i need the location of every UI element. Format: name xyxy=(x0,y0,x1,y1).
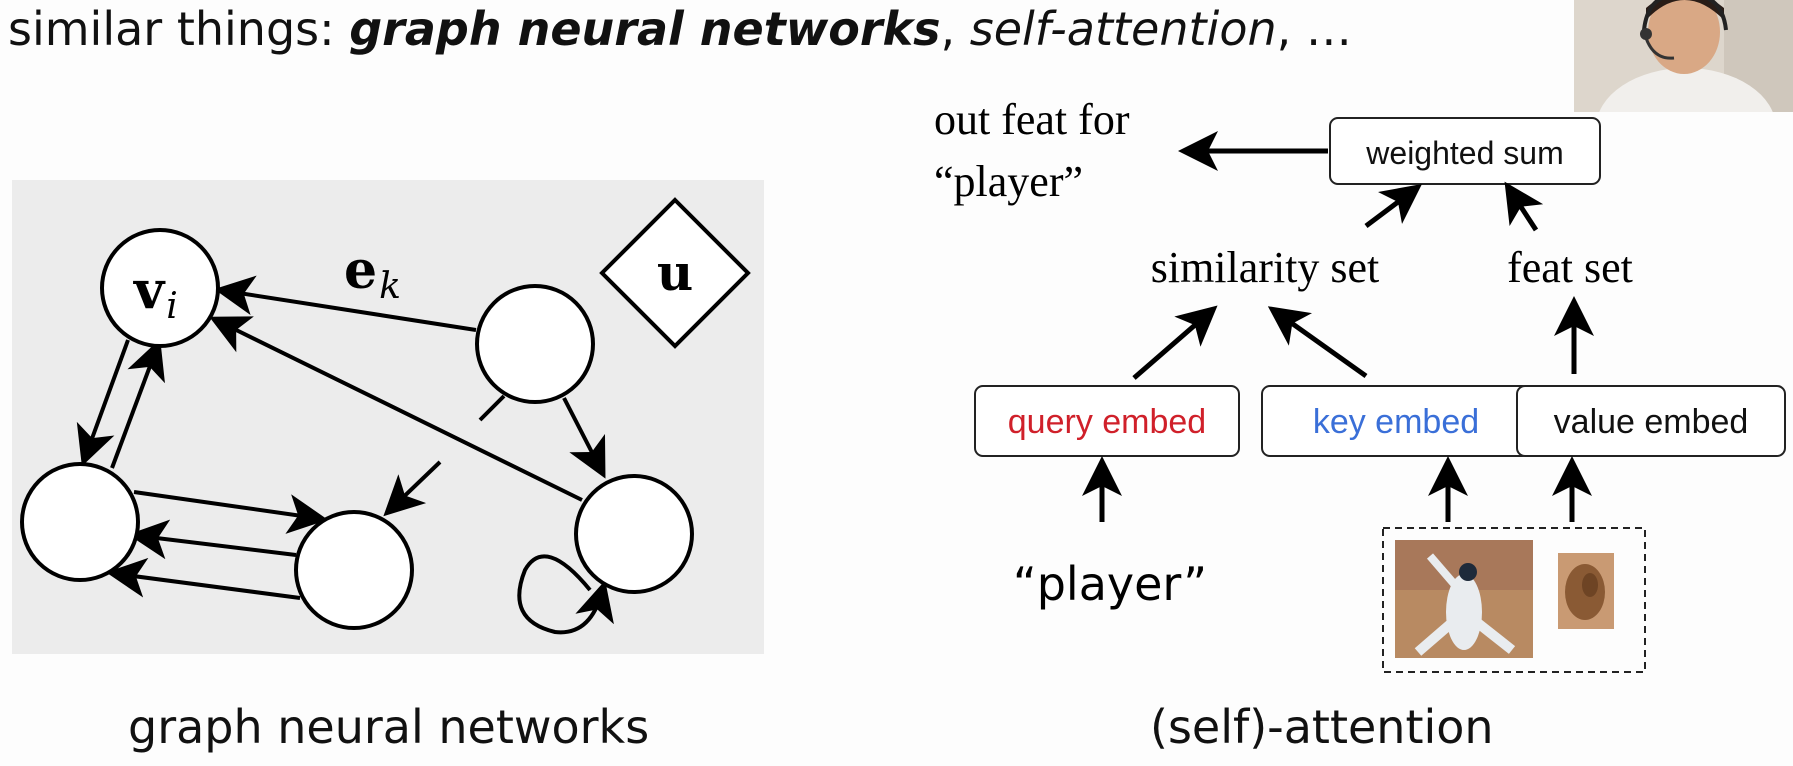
title-sep: , xyxy=(940,2,970,56)
presenter-webcam xyxy=(1574,0,1793,112)
node-bottom-right xyxy=(574,474,694,594)
edge-vi-to-left xyxy=(76,339,130,467)
label-vi: vi xyxy=(133,260,178,327)
edge-middle-to-left-2 xyxy=(106,557,301,600)
weighted-sum-box xyxy=(1329,117,1601,185)
edge-incoming-middle xyxy=(383,460,442,517)
arrow-query-to-similarity xyxy=(1132,305,1218,380)
out-feat-label-line1: out feat for xyxy=(934,95,1130,144)
baseball-glove-image xyxy=(1558,553,1614,629)
edge-left-to-vi xyxy=(110,338,165,469)
edge-right-to-vi xyxy=(209,316,583,502)
arrow-similarity-to-sum xyxy=(1364,184,1422,228)
edge-left-to-middle xyxy=(133,490,328,534)
slide-title: similar things: graph neural networks, s… xyxy=(8,2,1352,56)
node-middle xyxy=(294,510,414,630)
node-vi xyxy=(100,228,220,348)
value-embed-label: value embed xyxy=(1554,403,1749,441)
node-left xyxy=(20,462,140,582)
label-u: u xyxy=(657,243,693,302)
edge-ek-line xyxy=(214,275,477,332)
weighted-sum-label: weighted sum xyxy=(1365,135,1563,171)
title-prefix: similar things: xyxy=(8,2,350,56)
label-ek: ek xyxy=(344,240,401,307)
global-u-diamond xyxy=(599,197,751,349)
value-embed-box xyxy=(1516,385,1786,457)
attention-caption: (self)-attention xyxy=(1150,700,1494,754)
key-embed-label: key embed xyxy=(1313,403,1479,441)
player-word-input: “player” xyxy=(1013,557,1207,611)
query-embed-label: query embed xyxy=(1008,403,1206,441)
title-attention: self-attention xyxy=(969,2,1277,56)
edge-self-loop xyxy=(517,554,614,635)
gnn-caption: graph neural networks xyxy=(128,700,650,754)
title-suffix: , … xyxy=(1276,2,1352,56)
similarity-set-label: similarity set xyxy=(1151,243,1380,292)
baseball-player-image xyxy=(1395,540,1533,658)
feat-set-label: feat set xyxy=(1507,243,1633,292)
title-gnn: graph neural networks xyxy=(349,2,941,56)
edge-middle-to-left-1 xyxy=(128,519,297,560)
edge-stub xyxy=(478,394,506,422)
out-feat-label-line2: “player” xyxy=(934,157,1083,206)
edge-topright-to-bottomright xyxy=(562,397,606,479)
node-top-right xyxy=(475,284,595,404)
presenter-silhouette xyxy=(1574,0,1793,112)
arrow-key-to-similarity xyxy=(1267,306,1368,379)
arrow-featset-to-sum xyxy=(1504,181,1544,232)
